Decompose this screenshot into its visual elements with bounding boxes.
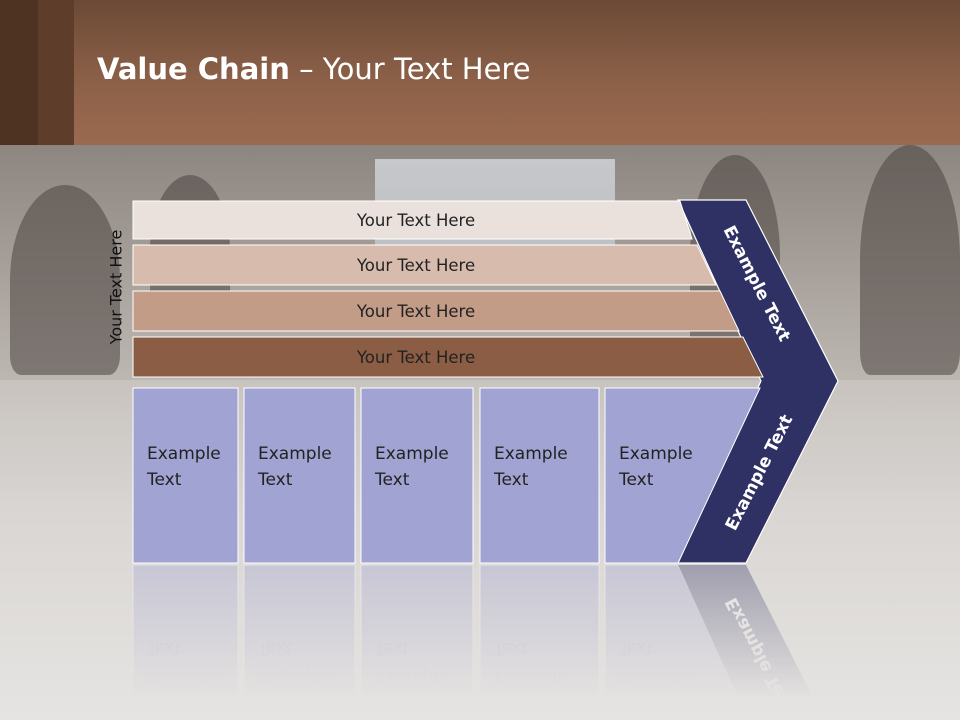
activity-column <box>479 564 600 720</box>
value-bar <box>132 290 740 332</box>
column-reflection-line1: Example <box>147 664 221 684</box>
activity-column <box>604 387 761 564</box>
value-bar-label: Your Text Here <box>356 302 475 321</box>
value-bar-label: Your Text Here <box>356 256 475 275</box>
value-bar <box>132 336 764 378</box>
column-reflection-line1: Example <box>258 664 332 684</box>
activity-column <box>243 387 356 564</box>
value-bar-label: Your Text Here <box>356 211 475 230</box>
column-label-line1: Example <box>494 444 568 464</box>
column-reflection: Example Text <box>479 564 600 720</box>
title-bar-accent <box>38 0 74 145</box>
title-bar-accent-dark <box>0 0 38 145</box>
column-label-line1: Example <box>147 444 221 464</box>
photo-person <box>860 145 960 375</box>
activity-column <box>132 387 239 564</box>
slide-title: Value Chain – Your Text Here <box>97 52 531 86</box>
column-label-line1: Example <box>258 444 332 464</box>
column-reflection-line2: Text <box>493 638 529 658</box>
column-label-line2: Text <box>257 470 293 490</box>
column-reflection: Example Text <box>132 564 239 720</box>
column-label-line2: Text <box>618 470 654 490</box>
column-label-line2: Text <box>146 470 182 490</box>
chevron-arrow-reflection <box>678 565 825 720</box>
column-reflection: Example Text <box>360 564 474 720</box>
column-reflection: Example Text <box>243 564 356 720</box>
column-label-line2: Text <box>493 470 529 490</box>
column-reflection-line1: Example <box>375 664 449 684</box>
activity-column <box>243 564 356 720</box>
column-label-line2: Text <box>374 470 410 490</box>
columns-reflection: ExampleTextExampleTextExampleTextExample… <box>132 564 825 720</box>
column-reflection-line2: Text <box>374 638 410 658</box>
photo-person <box>10 185 120 375</box>
column-label-line1: Example <box>375 444 449 464</box>
column-reflection-line2: Text <box>257 638 293 658</box>
activity-column <box>479 387 600 564</box>
title-bar: Value Chain – Your Text Here <box>0 0 960 145</box>
activity-column <box>360 387 474 564</box>
column-reflection-line2: Text <box>146 638 182 658</box>
activity-column <box>360 564 474 720</box>
slide-title-rest: – Your Text Here <box>289 52 531 86</box>
column-reflection-line1: Example <box>494 664 568 684</box>
column-reflection-line2: Text <box>618 638 654 658</box>
value-bar-label: Your Text Here <box>356 348 475 367</box>
column-label-line1: Example <box>619 444 693 464</box>
column-reflection-line1: Example <box>619 664 693 684</box>
chevron-arrow <box>677 199 839 564</box>
slide-title-bold: Value Chain <box>97 52 290 86</box>
value-bar <box>132 200 693 240</box>
activity-column <box>132 564 239 720</box>
value-bar <box>132 244 717 286</box>
